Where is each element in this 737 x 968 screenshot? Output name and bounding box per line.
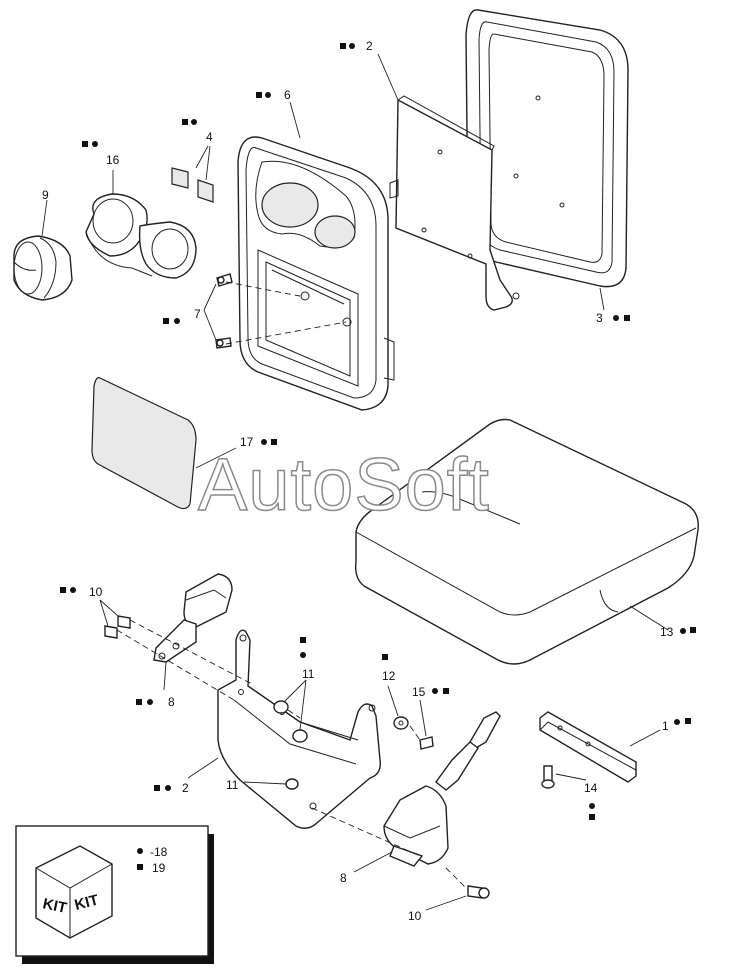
bolt-part-14 (541, 765, 555, 789)
back-cushion-part-3 (465, 9, 629, 288)
legend-circle-text: -18 (150, 845, 168, 859)
callout-2-top: 2 (366, 39, 373, 53)
callout-16: 16 (106, 153, 120, 167)
callout-12: 12 (382, 669, 396, 683)
circle-marker (191, 119, 197, 125)
square-marker (340, 43, 346, 49)
bolt-part-10-bottom (467, 885, 490, 899)
retractor-part-8 (383, 711, 501, 867)
pad-part-17 (91, 377, 197, 510)
callout-10-top: 10 (89, 585, 103, 599)
callout-6: 6 (284, 88, 291, 102)
back-shell-part-6 (237, 136, 395, 411)
circle-marker (265, 92, 271, 98)
leader-lines (41, 53, 669, 911)
square-marker (271, 439, 277, 445)
washer-part-12 (393, 716, 409, 730)
callout-15: 15 (412, 685, 426, 699)
legend-square-text: 19 (152, 861, 166, 875)
callout-4: 4 (206, 130, 213, 144)
legend-square-marker (137, 864, 143, 870)
square-marker (589, 814, 595, 820)
watermark: AutoSoft (198, 443, 490, 526)
circle-marker (165, 785, 171, 791)
callout-11-top: 11 (302, 667, 315, 681)
square-marker (60, 587, 66, 593)
square-marker (382, 654, 388, 660)
legend-circle-marker (137, 848, 143, 854)
square-marker (685, 718, 691, 724)
kit-cube-icon (35, 845, 113, 939)
circle-marker (613, 315, 619, 321)
kit-legend-box: KIT KIT -18 19 (15, 825, 214, 964)
cup-holder-part-16 (85, 193, 197, 279)
square-marker (690, 627, 696, 633)
pads-part-4 (171, 167, 214, 203)
callout-1: 1 (662, 719, 669, 733)
nuts-part-11 (273, 700, 308, 790)
buckle-part-8-left (153, 573, 233, 663)
square-marker (300, 637, 306, 643)
square-marker (136, 699, 142, 705)
callout-14: 14 (584, 781, 598, 795)
bracket-part-2 (217, 629, 381, 829)
circle-marker (147, 699, 153, 705)
square-marker (154, 785, 160, 791)
callout-10-bottom: 10 (408, 909, 422, 923)
callout-8-left: 8 (168, 695, 175, 709)
circle-marker (261, 439, 267, 445)
seat-cushion-part-13 (354, 418, 699, 665)
circle-marker (589, 803, 595, 809)
callout-9: 9 (42, 188, 49, 202)
square-marker (182, 119, 188, 125)
circle-marker (432, 688, 438, 694)
callouts: 2 6 4 16 9 7 3 17 13 10 (42, 39, 696, 923)
bracket-part-1 (539, 711, 637, 783)
circle-marker (349, 43, 355, 49)
square-marker (256, 92, 262, 98)
circle-marker (300, 652, 306, 658)
square-marker (163, 318, 169, 324)
circle-marker (680, 628, 686, 634)
screw-part-15 (419, 736, 434, 750)
callout-17: 17 (240, 435, 254, 449)
square-marker (443, 688, 449, 694)
kit-label-right: KIT (73, 892, 101, 914)
circle-marker (674, 719, 680, 725)
circle-marker (70, 587, 76, 593)
screws-part-7 (215, 273, 233, 349)
callout-8-bottom: 8 (340, 871, 347, 885)
bolts-part-10-top (104, 615, 131, 639)
back-panel-part-2 (389, 95, 520, 311)
kit-label-left: KIT (41, 895, 68, 917)
callout-13: 13 (660, 625, 674, 639)
square-marker (82, 141, 88, 147)
square-marker (624, 315, 630, 321)
circle-marker (174, 318, 180, 324)
callout-3: 3 (596, 311, 603, 325)
callout-7: 7 (194, 307, 201, 321)
circle-marker (92, 141, 98, 147)
callout-2-bottom: 2 (182, 781, 189, 795)
callout-11-bottom: 11 (226, 778, 239, 792)
cup-part-9 (13, 235, 73, 301)
alignment-lines (116, 281, 469, 891)
